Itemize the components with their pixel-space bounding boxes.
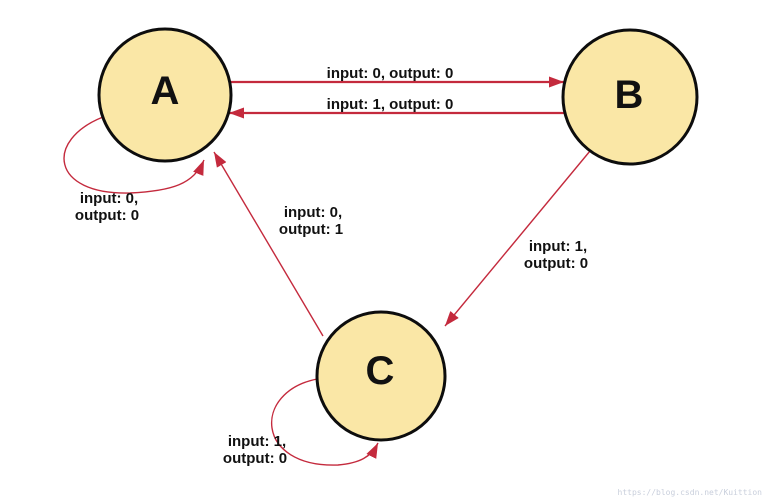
transition-a-self-label-line1: input: 0, bbox=[80, 190, 138, 207]
watermark-text: https://blog.csdn.net/Kuittion bbox=[618, 488, 763, 497]
transition-c-self-label-line2: output: 0 bbox=[223, 450, 287, 467]
transition-a-self-label-line2: output: 0 bbox=[75, 207, 139, 224]
transition-a-to-b-label: input: 0, output: 0 bbox=[327, 65, 454, 82]
transition-c-to-a-label-line1: input: 0, bbox=[284, 204, 342, 221]
state-a-circle bbox=[97, 27, 233, 163]
transition-b-to-a-label: input: 1, output: 0 bbox=[327, 96, 454, 113]
transition-a-self-loop-arrow bbox=[63, 116, 205, 194]
state-c-circle bbox=[315, 310, 447, 442]
transition-c-to-a-label-line2: output: 1 bbox=[279, 221, 343, 238]
transition-b-to-c-label-line1: input: 1, bbox=[529, 238, 587, 255]
state-c-label: C bbox=[366, 349, 395, 393]
transition-b-to-c-arrow bbox=[444, 150, 591, 327]
transition-c-self-loop-arrow bbox=[271, 378, 379, 466]
transition-c-self-label-line1: input: 1, bbox=[228, 433, 286, 450]
transition-b-to-c-label-line2: output: 0 bbox=[524, 255, 588, 272]
state-a-label: A bbox=[151, 69, 180, 113]
state-b-label: B bbox=[615, 73, 644, 117]
transition-c-to-a-arrow bbox=[213, 151, 324, 337]
state-b-circle bbox=[561, 28, 699, 166]
